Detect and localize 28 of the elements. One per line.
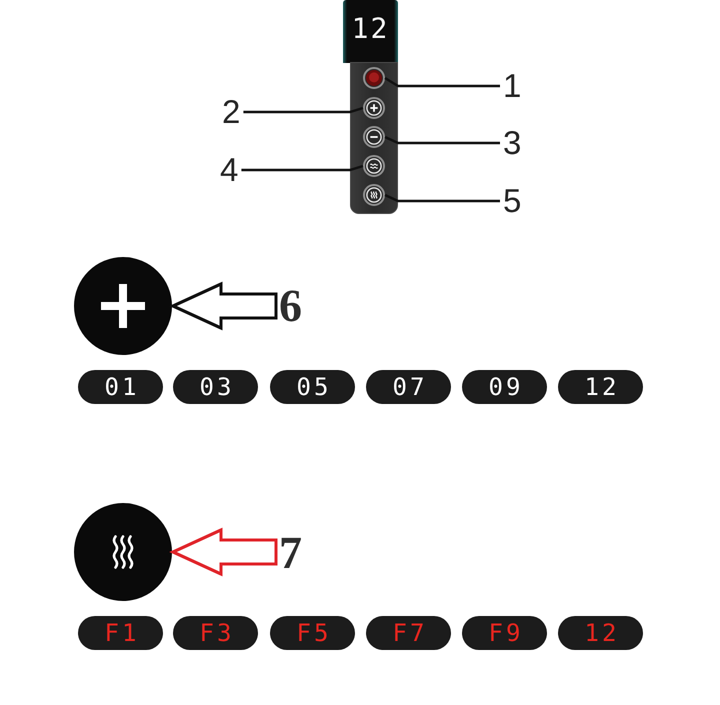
leader-line [384,194,500,202]
digit-readout: 01 [78,370,163,404]
callout-number: 6 [279,282,302,330]
leader-line [384,76,500,88]
leader-line [384,136,500,144]
digit-readout: F5 [270,616,355,650]
digit-readout: F7 [366,616,451,650]
callout-number: 7 [279,529,302,577]
callout-number: 2 [222,94,240,130]
leader-line [243,106,364,114]
digit-readout: 12 [558,616,643,650]
callout-number: 5 [503,183,522,219]
digit-readout: 07 [366,370,451,404]
digit-readout: 12 [558,370,643,404]
callout-number: 1 [503,68,522,104]
digit-readout: F3 [173,616,258,650]
digit-readout: F9 [462,616,547,650]
callout-number: 4 [220,152,238,188]
outline-arrow [169,282,278,330]
control-panel [350,62,398,214]
callout-number: 3 [503,125,522,161]
digit-readout: 05 [270,370,355,404]
digit-display: 12 [343,0,398,63]
digit-readout: 03 [173,370,258,404]
digit-readout: 09 [462,370,547,404]
digit-readout: F1 [78,616,163,650]
leader-line [241,164,364,172]
outline-arrow [169,528,278,576]
